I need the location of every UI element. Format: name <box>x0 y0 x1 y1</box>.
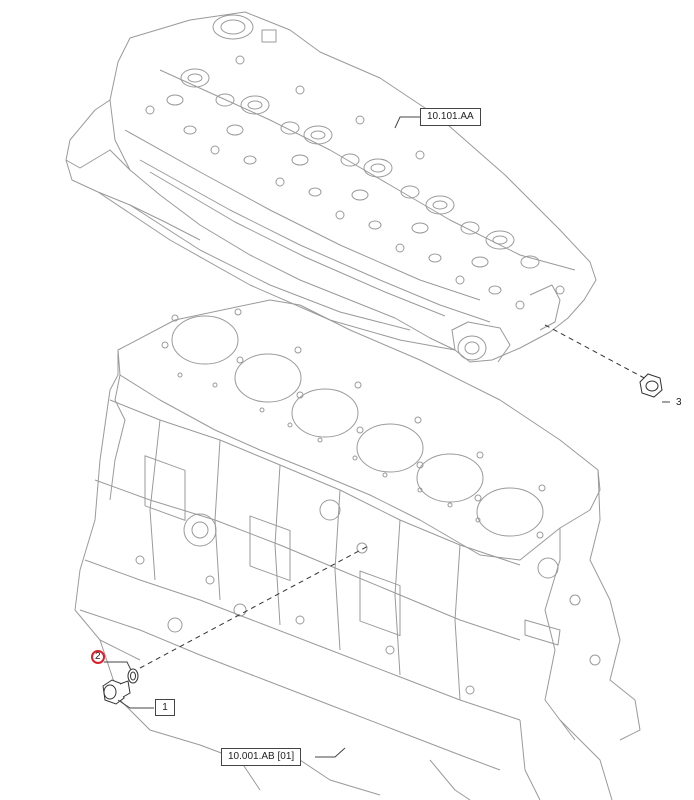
cylinder-head-drawing <box>65 11 597 363</box>
callout-item-1: 1 <box>155 699 175 716</box>
engine-block-drawing <box>74 299 641 800</box>
parts <box>102 373 663 705</box>
engine-block-ref-label[interactable]: 10.001.AB [01] <box>221 748 302 766</box>
callout-item-3: 3 <box>676 397 682 408</box>
plug-item-3 <box>639 373 663 398</box>
callout-leaders <box>104 116 670 758</box>
cylinder-head-ref-label[interactable]: 10.101.AA <box>420 108 481 126</box>
fitting-item-1 <box>102 679 131 705</box>
highlight-ring-icon <box>91 650 105 664</box>
callout-item-2: 2 <box>95 651 101 662</box>
seal-item-2 <box>127 668 139 684</box>
assembly-leader-lines <box>139 324 649 669</box>
